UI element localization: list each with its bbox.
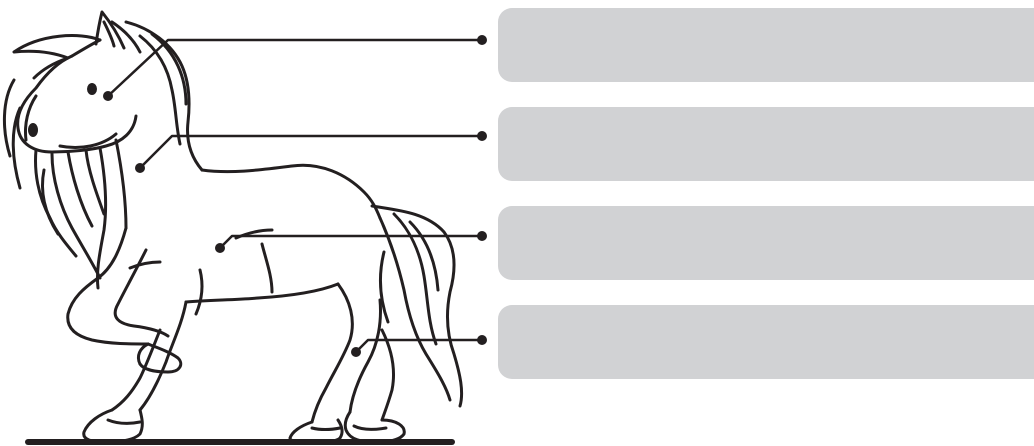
- label-box-hind-leg[interactable]: [498, 305, 1034, 379]
- label-box-neck[interactable]: [498, 107, 1034, 181]
- pointer-2: [135, 131, 487, 173]
- belly: [184, 282, 340, 304]
- label-box-eye[interactable]: [498, 8, 1034, 82]
- label-box-body[interactable]: [498, 206, 1034, 280]
- nostril: [28, 123, 38, 137]
- neck: [114, 138, 128, 230]
- back: [200, 163, 382, 220]
- head: [16, 54, 138, 154]
- hind-leg: [310, 282, 354, 424]
- front-leg-raised: [66, 226, 150, 346]
- pointer-3: [215, 231, 487, 253]
- pointer-4: [351, 335, 487, 357]
- front-leg-standing: [110, 328, 162, 412]
- tail: [370, 204, 464, 408]
- eye: [87, 83, 97, 95]
- pointer-1: [103, 35, 487, 101]
- ear: [94, 10, 126, 50]
- mouth: [58, 132, 118, 149]
- forelock: [12, 34, 102, 80]
